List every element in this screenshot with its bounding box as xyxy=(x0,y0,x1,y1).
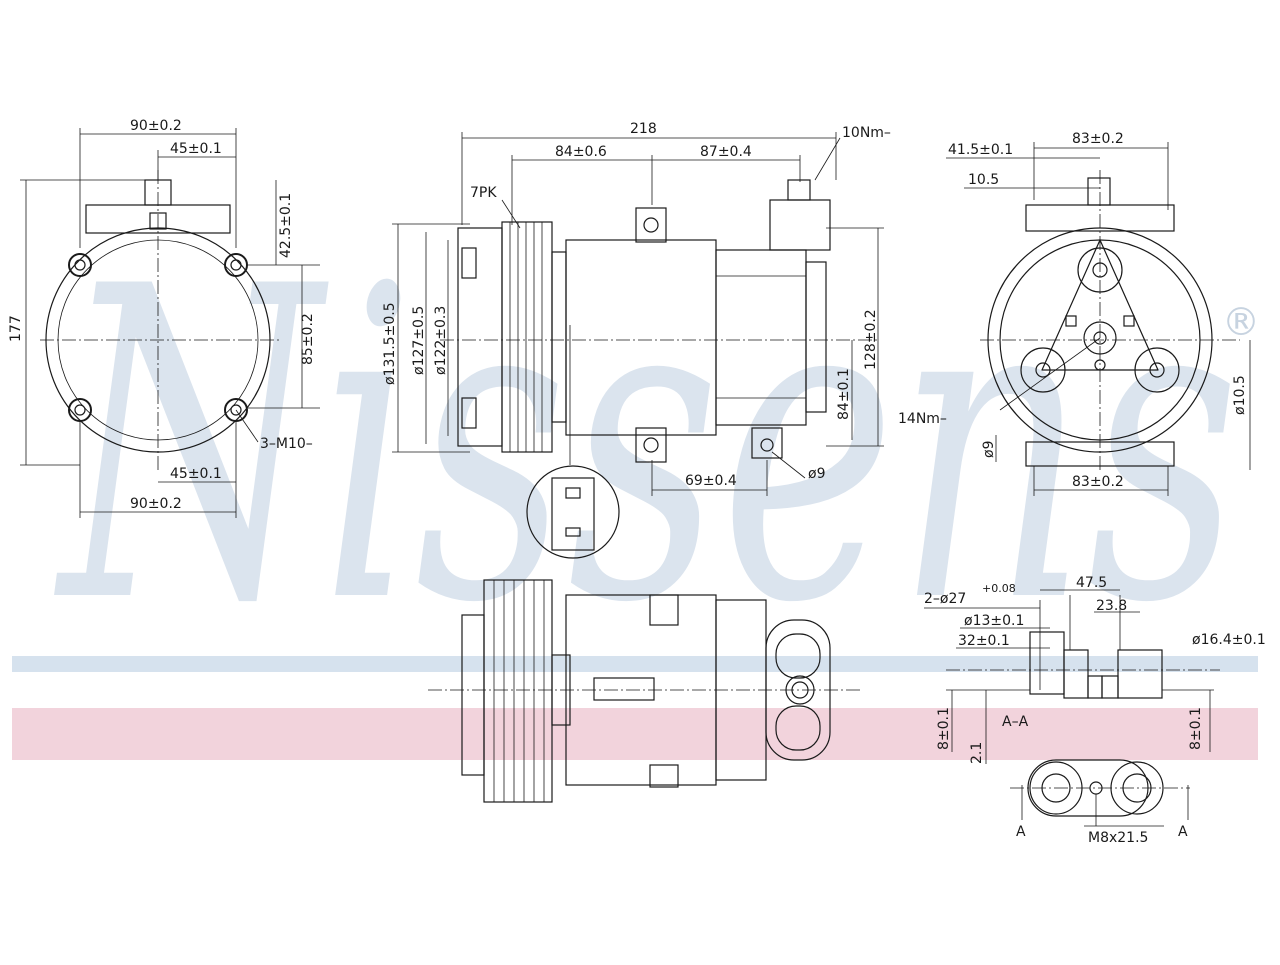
port-depth-mid: 2.1 xyxy=(969,742,985,764)
front-lug-offset: 42.5±0.1 xyxy=(278,193,294,258)
port-span-b: 23.8 xyxy=(1096,598,1127,614)
side-view: 218 84±0.6 87±0.4 10Nm– 7PK xyxy=(382,121,891,559)
port-pipe-dia: 2–ø27 xyxy=(924,591,966,607)
rear-torque: 14Nm– xyxy=(898,411,947,427)
rear-bottom-width: 83±0.2 xyxy=(1072,474,1124,490)
front-top-width: 90±0.2 xyxy=(130,118,182,134)
front-thread-note: 3–M10– xyxy=(260,436,313,452)
pink-band xyxy=(12,708,1258,760)
port-section-left: A xyxy=(1016,824,1026,840)
rear-view: 83±0.2 41.5±0.1 10.5 14Nm– ø10.5 ø9 83±0… xyxy=(898,131,1251,496)
port-depth-left: 8±0.1 xyxy=(936,707,952,750)
front-height: 177 xyxy=(8,315,24,342)
port-depth-right: 8±0.1 xyxy=(1188,707,1204,750)
rear-dia-side: ø10.5 xyxy=(1232,375,1248,415)
front-top-half: 45±0.1 xyxy=(170,141,222,157)
rear-offset-b: 10.5 xyxy=(968,172,999,188)
port-dia-13: ø13±0.1 xyxy=(964,613,1024,629)
port-section-right: A xyxy=(1178,824,1188,840)
front-view: 90±0.2 45±0.1 177 42.5±0.1 85±0.2 4 xyxy=(8,118,320,518)
front-lug-span: 85±0.2 xyxy=(300,313,316,365)
port-dia-164: ø16.4±0.1 xyxy=(1192,632,1266,648)
port-tol: +0.08 xyxy=(982,582,1016,595)
side-torque-top: 10Nm– xyxy=(842,125,891,141)
side-height-84: 84±0.1 xyxy=(836,368,852,420)
side-dia-127: ø127±0.5 xyxy=(411,306,427,375)
port-bolt: M8x21.5 xyxy=(1088,830,1148,846)
side-belt: 7PK xyxy=(470,185,497,201)
bottom-view xyxy=(428,579,860,803)
side-dia-122: ø122±0.3 xyxy=(433,306,449,375)
logo-watermark: Nissens xyxy=(51,197,1240,697)
port-dim-32: 32±0.1 xyxy=(958,633,1010,649)
side-total-length: 218 xyxy=(630,121,657,137)
port-section: A–A xyxy=(1002,714,1029,730)
front-bottom-width: 90±0.2 xyxy=(130,496,182,512)
side-hole: ø9 xyxy=(808,466,825,482)
side-bottom-span: 69±0.4 xyxy=(685,473,737,489)
blue-band xyxy=(12,656,1258,672)
side-left-span: 84±0.6 xyxy=(555,144,607,160)
side-right-span: 87±0.4 xyxy=(700,144,752,160)
side-dia-pulley: ø131.5±0.5 xyxy=(382,302,398,385)
port-detail: 2–ø27 +0.08 47.5 23.8 ø13±0.1 32±0.1 ø16… xyxy=(924,575,1266,846)
port-span-a: 47.5 xyxy=(1076,575,1107,591)
side-height-128: 128±0.2 xyxy=(863,309,879,370)
rear-top-width: 83±0.2 xyxy=(1072,131,1124,147)
registered-mark: ® xyxy=(1222,300,1260,344)
front-bottom-half: 45±0.1 xyxy=(170,466,222,482)
rear-offset-a: 41.5±0.1 xyxy=(948,142,1013,158)
rear-hole: ø9 xyxy=(981,441,997,458)
